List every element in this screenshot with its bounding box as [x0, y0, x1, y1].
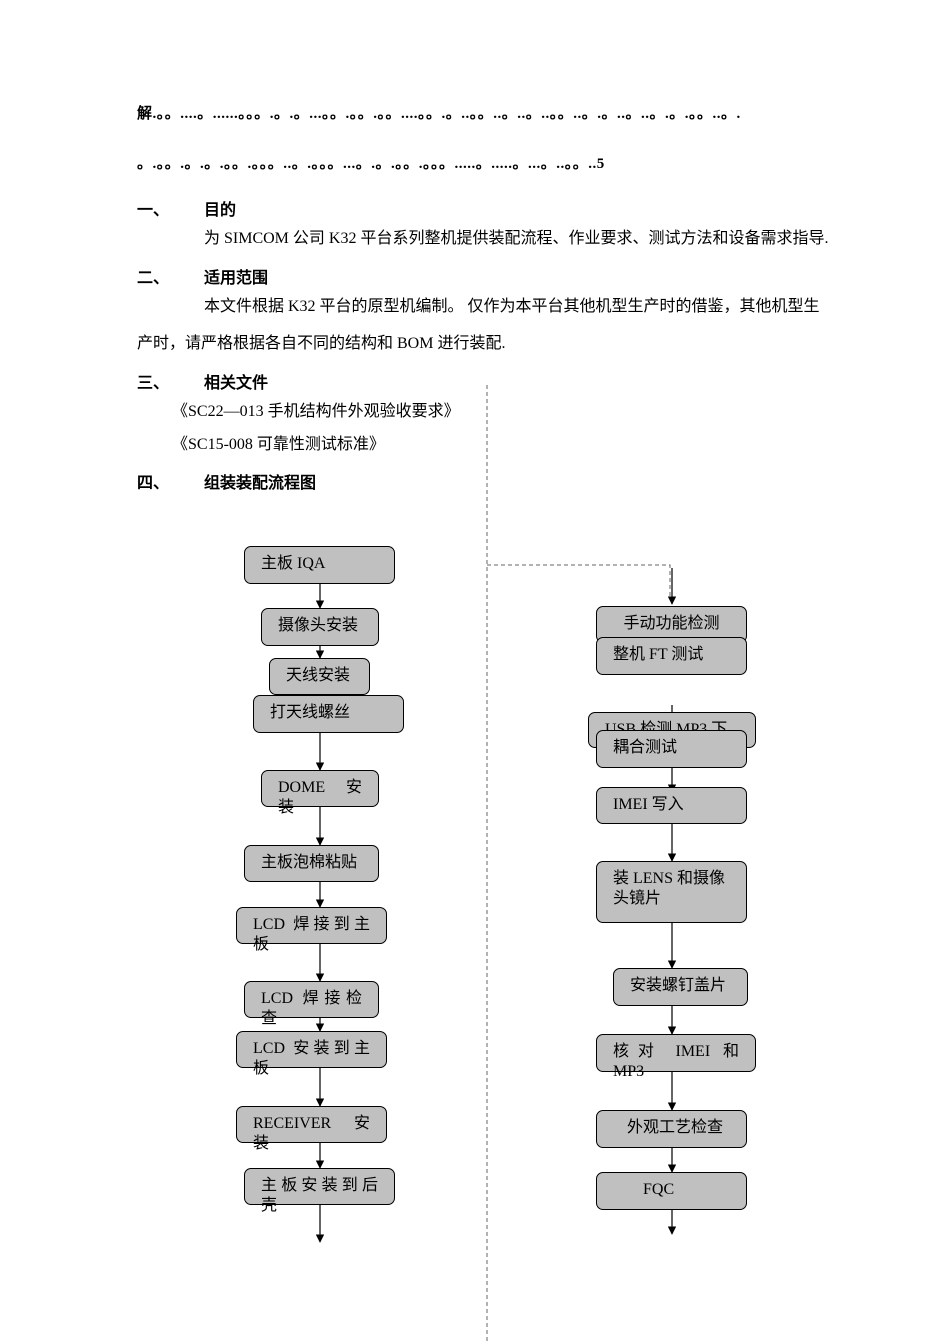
step-screw-cover-label: 安装螺钉盖片 — [630, 977, 727, 994]
scope-text-line-1: 本文件根据 K32 平台的原型机编制。 仅作为本平台其他机型生产时的借鉴，其他机… — [204, 298, 820, 315]
step-check-imei-mp3-line-1: 核对 IMEI 和 — [613, 1043, 739, 1060]
section-3-title: 相关文件 — [204, 375, 269, 392]
toc-line-2: 。.。。.。.。.。。.。。。..。.。。。...。.。.。。.。。。.....… — [137, 156, 605, 172]
step-camera-install-label: 摄像头安装 — [278, 617, 359, 634]
section-2-title: 适用范围 — [204, 270, 269, 287]
step-main-board-iqa-label: 主板 IQA — [261, 555, 326, 572]
section-1-number: 一、 — [137, 202, 170, 219]
step-coupling-test-label: 耦合测试 — [613, 739, 678, 756]
step-main-board-iqa: 主板 IQA — [244, 546, 395, 584]
step-appearance-check: 外观工艺检查 — [596, 1110, 747, 1148]
step-appearance-check-label: 外观工艺检查 — [627, 1119, 724, 1136]
step-dome-install-line-2: 装 — [278, 799, 295, 816]
step-check-imei-mp3-line-2: MP3 — [613, 1063, 645, 1080]
step-board-to-case-line-2: 壳 — [261, 1197, 278, 1214]
step-lcd-weld-check: LCD 焊接检查 — [244, 981, 379, 1027]
step-lens-install: 装 LENS 和摄像头镜片 — [596, 861, 747, 923]
scope-text-line-2: 产时，请严格根据各自不同的结构和 BOM 进行装配. — [137, 335, 506, 352]
section-2-number: 二、 — [137, 270, 170, 287]
section-1-title: 目的 — [204, 202, 237, 219]
related-doc-1: 《SC22—013 手机结构件外观验收要求》 — [172, 403, 460, 420]
step-antenna-install: 天线安装 — [269, 658, 370, 695]
step-check-imei-mp3: 核对 IMEI 和 MP3 — [596, 1034, 756, 1080]
purpose-text: 为 SIMCOM 公司 K32 平台系列整机提供装配流程、作业要求、测试方法和设… — [204, 230, 829, 247]
step-lcd-install-line-1: LCD 安装到主 — [253, 1040, 370, 1057]
step-ft-test: 整机 FT 测试 — [596, 637, 747, 675]
step-lcd-weld-line-2: 板 — [253, 936, 270, 953]
step-dome-install-line-1: DOME 安 — [278, 779, 362, 796]
step-screw-cover: 安装螺钉盖片 — [613, 968, 748, 1006]
section-4-number: 四、 — [137, 475, 170, 492]
step-lcd-weld-line-1: LCD 焊接到主 — [253, 916, 370, 933]
step-foam-paste-label: 主板泡棉粘贴 — [261, 854, 358, 871]
step-antenna-install-label: 天线安装 — [286, 667, 351, 684]
step-lcd-weld-check-line-1: LCD 焊接检 — [261, 990, 362, 1007]
section-4-title: 组装装配流程图 — [204, 475, 317, 492]
step-foam-paste: 主板泡棉粘贴 — [244, 845, 379, 882]
step-fqc-label: FQC — [643, 1181, 675, 1198]
step-coupling-test: 耦合测试 — [596, 730, 747, 768]
step-lcd-install-line-2: 板 — [253, 1060, 270, 1077]
step-lens-install-line-1: 装 LENS 和摄像 — [613, 870, 726, 887]
step-camera-install: 摄像头安装 — [261, 608, 379, 646]
step-board-to-case-line-1: 主板安装到后 — [261, 1177, 378, 1194]
step-receiver-install-line-2: 装 — [253, 1135, 270, 1152]
step-antenna-screw-label: 打天线螺丝 — [270, 704, 351, 721]
step-imei-write-label: IMEI 写入 — [613, 796, 684, 813]
step-dome-install: DOME 安装 — [261, 770, 379, 816]
step-lcd-weld: LCD 焊接到主板 — [236, 907, 387, 953]
step-lens-install-line-2: 头镜片 — [613, 890, 662, 907]
step-manual-function-test-label: 手动功能检测 — [623, 615, 720, 632]
step-receiver-install-line-1: RECEIVER 安 — [253, 1115, 370, 1132]
toc-line-1: 解.。。....。......。。。.。.。...。。.。。.。。....。。.… — [137, 106, 741, 122]
step-ft-test-label: 整机 FT 测试 — [613, 646, 704, 663]
step-receiver-install: RECEIVER 安装 — [236, 1106, 387, 1152]
section-3-number: 三、 — [137, 375, 170, 392]
step-antenna-screw: 打天线螺丝 — [253, 695, 404, 733]
step-board-to-case: 主板安装到后壳 — [244, 1168, 395, 1214]
step-imei-write: IMEI 写入 — [596, 787, 747, 824]
step-lcd-weld-check-line-2: 查 — [261, 1010, 278, 1027]
step-lcd-install: LCD 安装到主板 — [236, 1031, 387, 1077]
step-fqc: FQC — [596, 1172, 747, 1210]
related-doc-2: 《SC15-008 可靠性测试标准》 — [172, 436, 385, 453]
